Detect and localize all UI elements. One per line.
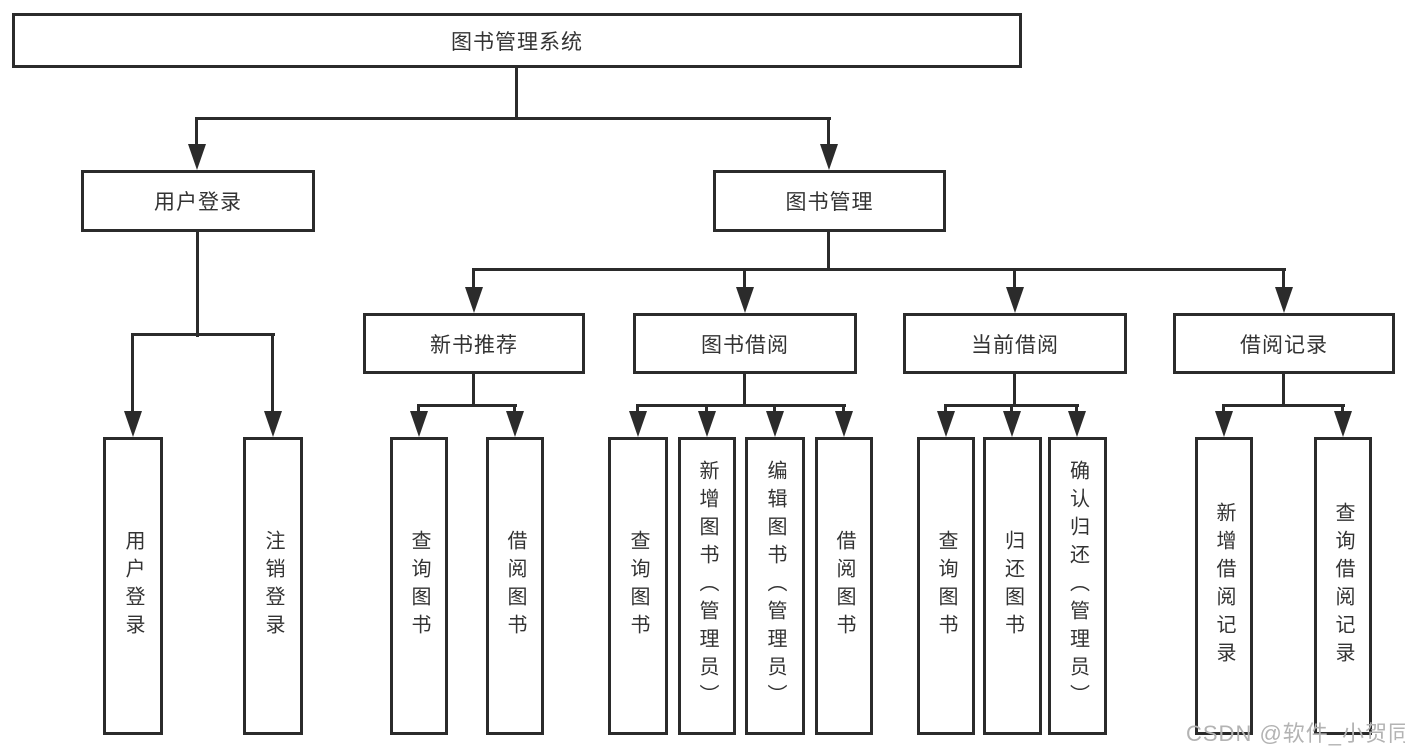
arrow-down-icon <box>1334 411 1352 437</box>
connector-line <box>1013 374 1016 407</box>
leaf-logout: 注销登录 <box>243 437 303 735</box>
connector-line <box>195 117 198 147</box>
connector-line <box>1013 268 1016 291</box>
connector-line <box>417 404 517 407</box>
connector-line <box>131 333 134 415</box>
arrow-down-icon <box>1068 411 1086 437</box>
connector-line <box>515 68 518 119</box>
connector-line <box>842 404 845 415</box>
node-book-management-module: 图书管理 <box>713 170 946 232</box>
connector-line <box>1222 404 1345 407</box>
connector-line <box>743 268 746 291</box>
node-label: 注销登录 <box>262 530 284 642</box>
node-label: 图书管理系统 <box>451 30 583 54</box>
connector-line <box>271 333 274 415</box>
arrow-down-icon <box>629 411 647 437</box>
arrow-down-icon <box>410 411 428 437</box>
arrow-down-icon <box>835 411 853 437</box>
arrow-down-icon <box>937 411 955 437</box>
node-user-login-module: 用户登录 <box>81 170 315 232</box>
node-new-book-recommend: 新书推荐 <box>363 313 585 374</box>
arrow-down-icon <box>1275 287 1293 313</box>
connector-line <box>636 404 846 407</box>
node-label: 查询图书 <box>627 530 649 642</box>
arrow-down-icon <box>465 287 483 313</box>
node-label: 借阅图书 <box>833 530 855 642</box>
leaf-current-query-books: 查询图书 <box>917 437 975 735</box>
connector-line <box>417 404 420 415</box>
leaf-user-login: 用户登录 <box>103 437 163 735</box>
node-library-system: 图书管理系统 <box>12 13 1022 68</box>
node-current-borrow: 当前借阅 <box>903 313 1127 374</box>
arrow-down-icon <box>188 144 206 170</box>
node-label: 用户登录 <box>154 191 242 214</box>
node-label: 图书管理 <box>785 191 874 214</box>
connector-line <box>1075 404 1078 415</box>
node-label: 查询图书 <box>408 530 430 642</box>
arrow-down-icon <box>506 411 524 437</box>
arrow-down-icon <box>736 287 754 313</box>
node-label: 新增借阅记录 <box>1213 502 1235 670</box>
arrow-down-icon <box>820 144 838 170</box>
node-label: 归还图书 <box>1001 530 1024 642</box>
leaf-recommend-borrow-books: 借阅图书 <box>486 437 544 735</box>
node-label: 借阅图书 <box>504 530 526 642</box>
connector-line <box>472 268 475 291</box>
connector-line <box>1341 404 1344 415</box>
connector-line <box>773 404 776 415</box>
arrow-down-icon <box>766 411 784 437</box>
leaf-query-borrow-record: 查询借阅记录 <box>1314 437 1372 735</box>
arrow-down-icon <box>1006 287 1024 313</box>
connector-line <box>196 232 199 337</box>
node-label: 借阅记录 <box>1240 333 1328 357</box>
node-label: 查询借阅记录 <box>1332 502 1354 670</box>
connector-line <box>944 404 947 415</box>
connector-line <box>195 117 831 120</box>
node-label: 查询图书 <box>935 530 957 642</box>
node-label: 用户登录 <box>122 530 144 642</box>
node-label: 新书推荐 <box>430 333 518 357</box>
arrow-down-icon <box>124 411 142 437</box>
node-label: 编辑图书（管理员） <box>764 460 786 712</box>
node-label: 当前借阅 <box>971 333 1059 357</box>
node-book-borrow: 图书借阅 <box>633 313 857 374</box>
leaf-add-borrow-record: 新增借阅记录 <box>1195 437 1253 735</box>
connector-line <box>827 232 830 270</box>
leaf-borrow-query-books: 查询图书 <box>608 437 668 735</box>
arrow-down-icon <box>1215 411 1233 437</box>
connector-line <box>131 333 275 336</box>
leaf-recommend-query-books: 查询图书 <box>390 437 448 735</box>
connector-line <box>472 374 475 407</box>
connector-line <box>1010 404 1013 415</box>
arrow-down-icon <box>698 411 716 437</box>
leaf-borrow-books: 借阅图书 <box>815 437 873 735</box>
connector-line <box>636 404 639 415</box>
csdn-watermark: CSDN @软件_小贺同学 <box>1186 721 1405 746</box>
node-label: 新增图书（管理员） <box>696 460 718 712</box>
leaf-confirm-return-admin: 确认归还（管理员） <box>1048 437 1107 735</box>
connector-line <box>513 404 516 415</box>
connector-line <box>472 268 1286 271</box>
leaf-add-books-admin: 新增图书（管理员） <box>678 437 736 735</box>
node-borrow-records: 借阅记录 <box>1173 313 1395 374</box>
connector-line <box>1282 374 1285 407</box>
node-label: 图书借阅 <box>701 333 789 357</box>
connector-line <box>827 117 830 147</box>
connector-line <box>705 404 708 415</box>
arrow-down-icon <box>264 411 282 437</box>
connector-line <box>743 374 746 407</box>
arrow-down-icon <box>1003 411 1021 437</box>
node-label: 确认归还（管理员） <box>1066 460 1089 712</box>
connector-line <box>1222 404 1225 415</box>
connector-line <box>1282 268 1285 291</box>
leaf-return-books: 归还图书 <box>983 437 1042 735</box>
leaf-edit-books-admin: 编辑图书（管理员） <box>745 437 805 735</box>
